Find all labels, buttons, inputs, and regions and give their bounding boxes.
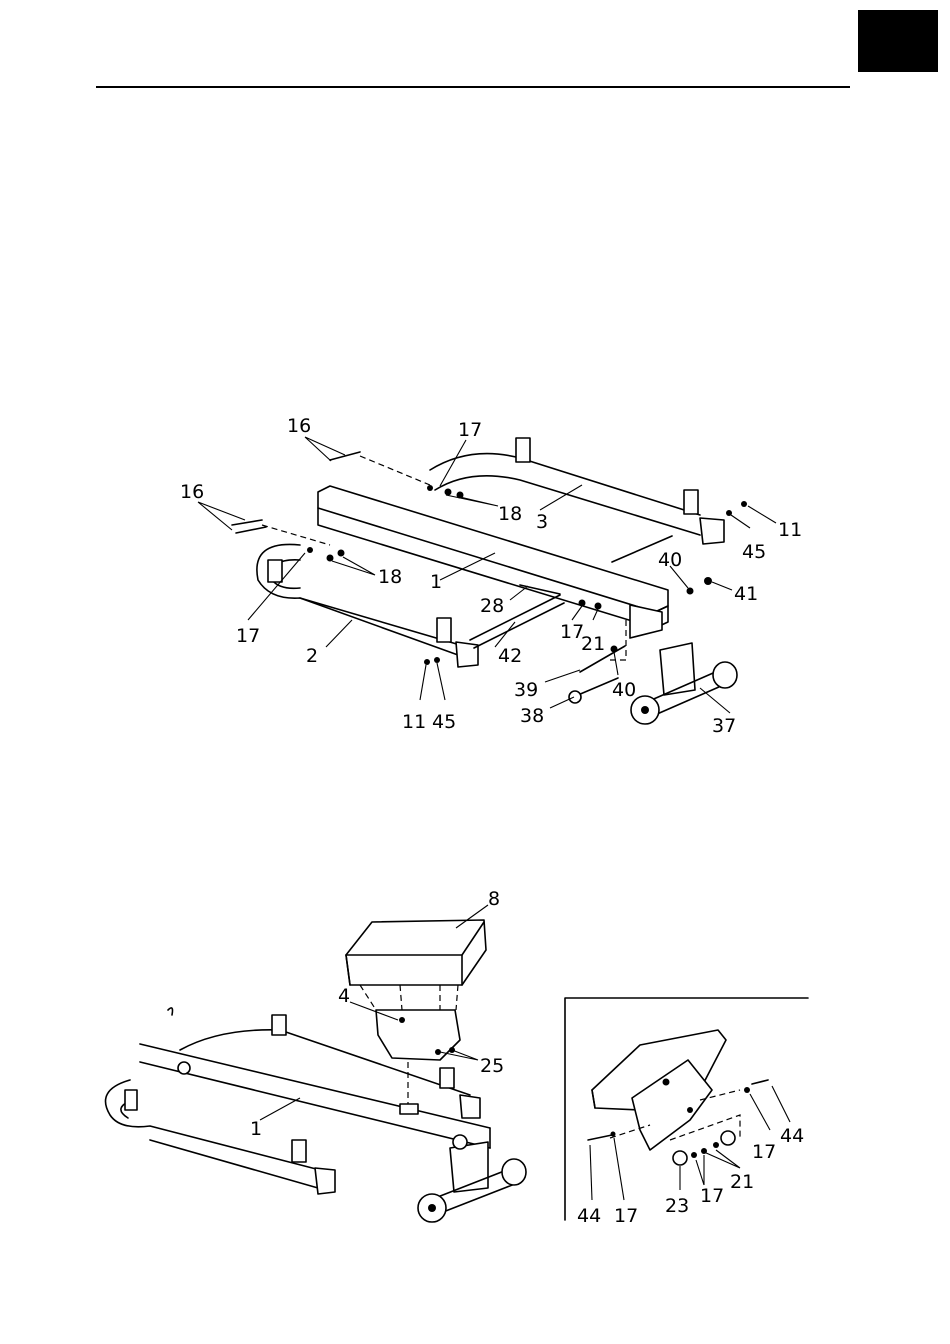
seat-detail-inset: 44 17 21 23 17 44 17 (565, 998, 808, 1227)
callout-21: 21 (581, 633, 605, 655)
callout-17-left-detail: 17 (614, 1205, 638, 1227)
callout-17-right-detail: 17 (752, 1141, 776, 1163)
callout-37: 37 (712, 715, 736, 737)
callout-17-upper: 17 (458, 419, 482, 441)
callout-44-left: 44 (577, 1205, 601, 1227)
callout-16-lower: 16 (180, 481, 204, 503)
callout-40-upper: 40 (658, 549, 682, 571)
callout-18-lower: 18 (378, 566, 402, 588)
frame-assembly-diagram: 16 17 18 3 11 45 16 18 1 40 41 17 2 28 1… (180, 415, 802, 737)
callout-45-left: 45 (432, 711, 456, 733)
callout-4: 4 (338, 985, 350, 1007)
callout-1: 1 (430, 571, 442, 593)
callout-3: 3 (536, 511, 548, 533)
callout-42: 42 (498, 645, 522, 667)
callout-16-upper: 16 (287, 415, 311, 437)
callout-11-right: 11 (778, 519, 802, 541)
callout-44-right: 44 (780, 1125, 804, 1147)
callout-21-detail: 21 (730, 1171, 754, 1193)
seat-assembly-diagram: 8 4 25 1 (106, 888, 527, 1222)
callout-1-seat: 1 (250, 1118, 262, 1140)
callout-8: 8 (488, 888, 500, 910)
callout-18-upper: 18 (498, 503, 522, 525)
callout-25: 25 (480, 1055, 504, 1077)
callout-40-lower: 40 (612, 679, 636, 701)
callout-41: 41 (734, 583, 758, 605)
callout-38: 38 (520, 705, 544, 727)
callout-39: 39 (514, 679, 538, 701)
callout-17-mid-detail: 17 (700, 1185, 724, 1207)
callout-17-left: 17 (236, 625, 260, 647)
callout-2: 2 (306, 645, 318, 667)
callout-45-right: 45 (742, 541, 766, 563)
callout-23: 23 (665, 1195, 689, 1217)
callout-28: 28 (480, 595, 504, 617)
callout-11-left: 11 (402, 711, 426, 733)
